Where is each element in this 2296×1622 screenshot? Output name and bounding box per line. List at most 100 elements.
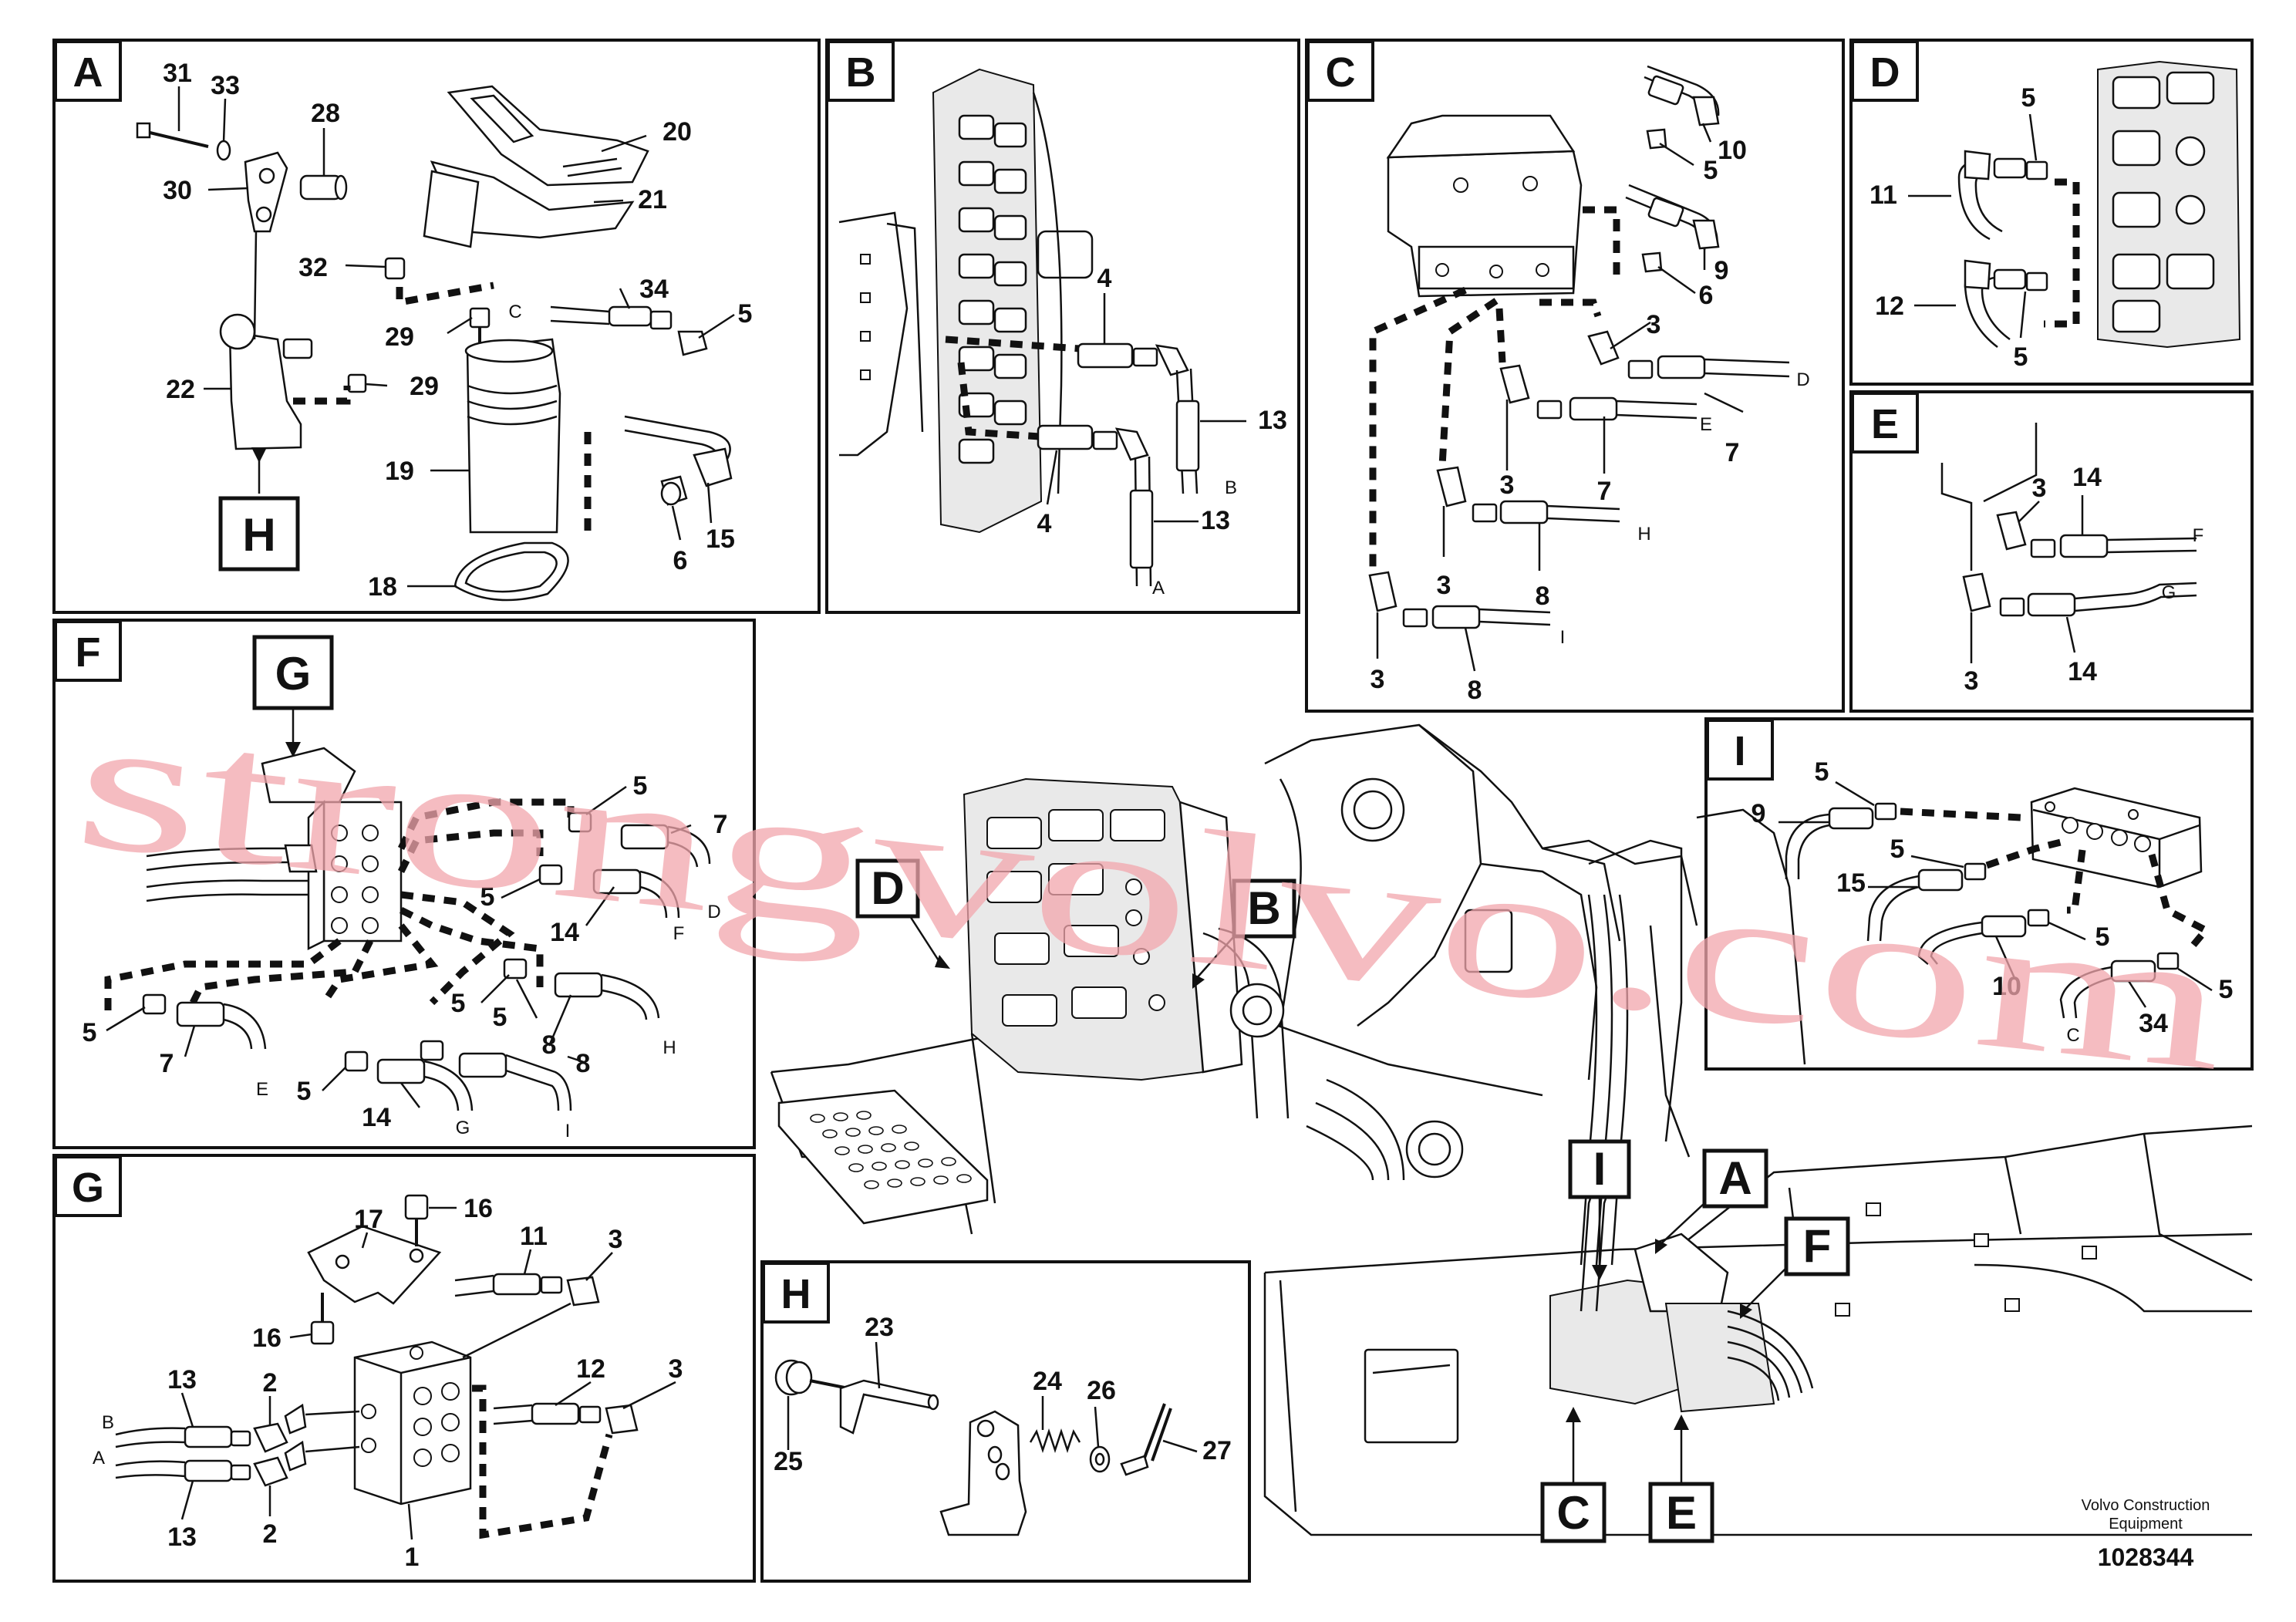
svg-text:C: C: [2066, 1025, 2079, 1046]
svg-text:14: 14: [550, 918, 579, 947]
svg-text:G: G: [72, 1165, 104, 1211]
svg-text:C: C: [508, 302, 521, 322]
svg-text:3: 3: [1500, 470, 1515, 500]
svg-text:15: 15: [1836, 868, 1866, 898]
panel-I-callouts: 5 9 5 15 5 10 5 34 C: [1752, 757, 2234, 1046]
svg-text:A: A: [1718, 1152, 1752, 1204]
svg-text:6: 6: [673, 546, 688, 575]
svg-text:3: 3: [1437, 571, 1451, 600]
main-marker-C: C: [1540, 1407, 1607, 1543]
panel-I-label: I: [1706, 719, 1774, 781]
svg-text:16: 16: [464, 1194, 493, 1223]
svg-text:27: 27: [1202, 1436, 1232, 1465]
svg-text:25: 25: [774, 1447, 803, 1476]
svg-text:24: 24: [1033, 1367, 1062, 1396]
panel-E-callouts: 3 14 F G 3 14: [1964, 463, 2204, 696]
svg-text:6: 6: [1699, 281, 1714, 310]
panel-G-callouts: 17 16 11 3 16 13 2 B A 12 3 13 2 1: [93, 1194, 683, 1572]
panel-E-drawing: 3 14 F G 3 14: [1940, 423, 2204, 696]
panel-C-drawing: 10 5 9 6 3 D E 7 3 7 H 3 8 I 3 8: [1368, 65, 1810, 705]
svg-text:13: 13: [167, 1365, 197, 1394]
panel-H-label: H: [762, 1262, 830, 1324]
svg-text:I: I: [1593, 1143, 1607, 1195]
main-marker-E: E: [1648, 1415, 1714, 1543]
svg-text:B: B: [1225, 477, 1237, 498]
svg-text:3: 3: [1647, 310, 1661, 339]
panel-I-drawing: 5 9 5 15 5 10 5 34 C: [1752, 757, 2234, 1046]
svg-text:8: 8: [542, 1030, 557, 1060]
svg-text:5: 5: [1704, 156, 1718, 185]
svg-text:28: 28: [311, 99, 340, 128]
svg-text:5: 5: [1815, 757, 1829, 787]
panel-letter-boxes: A B C D E F G H I: [54, 40, 1919, 1324]
panel-frames: [52, 39, 2254, 1583]
svg-text:5: 5: [633, 771, 648, 801]
main-marker-I: I: [1568, 1139, 1631, 1280]
svg-text:21: 21: [638, 185, 667, 214]
svg-text:1: 1: [405, 1543, 420, 1572]
svg-text:14: 14: [362, 1103, 391, 1132]
svg-text:4: 4: [1037, 509, 1052, 538]
panel-A-drawing: H 31 33 28 20 30 21 32 34 5 29 C 29 22 1…: [136, 59, 752, 602]
svg-text:7: 7: [160, 1049, 174, 1078]
svg-text:5: 5: [1890, 835, 1905, 864]
svg-text:8: 8: [1468, 676, 1482, 705]
svg-text:7: 7: [1725, 438, 1740, 467]
panel-B-drawing: 4 13 B 4 13 A: [838, 68, 1287, 599]
svg-text:5: 5: [2095, 922, 2110, 952]
svg-text:F: F: [673, 923, 685, 944]
svg-text:2: 2: [263, 1519, 278, 1549]
svg-text:9: 9: [1714, 256, 1729, 285]
svg-text:22: 22: [166, 375, 195, 404]
svg-text:E: E: [1700, 414, 1712, 435]
svg-text:3: 3: [609, 1225, 623, 1254]
svg-text:16: 16: [252, 1324, 282, 1353]
svg-text:5: 5: [297, 1077, 312, 1106]
svg-text:5: 5: [451, 989, 466, 1018]
svg-text:3: 3: [1371, 665, 1385, 694]
svg-text:A: A: [1152, 578, 1165, 599]
svg-text:13: 13: [167, 1523, 197, 1552]
svg-text:5: 5: [2219, 975, 2234, 1004]
svg-text:D: D: [1870, 49, 1900, 96]
panel-A-label: A: [54, 40, 122, 102]
panel-F-view-ref: G: [275, 648, 312, 700]
svg-text:A: A: [93, 1448, 105, 1469]
svg-text:F: F: [76, 629, 101, 676]
panel-D-label: D: [1851, 40, 1919, 102]
drawing-number: 1028344: [2098, 1543, 2194, 1571]
svg-text:F: F: [1803, 1220, 1832, 1272]
panel-F-label: F: [54, 620, 122, 682]
panel-B-label: B: [827, 40, 895, 102]
main-overview-drawing: D B I A F C: [770, 723, 2253, 1543]
svg-text:14: 14: [2072, 463, 2102, 492]
svg-text:30: 30: [163, 176, 192, 205]
svg-text:23: 23: [865, 1313, 894, 1342]
svg-text:3: 3: [669, 1354, 683, 1384]
panel-H-callouts: 23 24 26 25 27: [774, 1313, 1232, 1476]
panel-G-label: G: [54, 1155, 122, 1217]
panel-G-drawing: 17 16 11 3 16 13 2 B A 12 3 13 2 1: [93, 1194, 683, 1572]
svg-text:7: 7: [1597, 477, 1612, 506]
svg-text:34: 34: [639, 275, 669, 304]
panel-H-drawing: 23 24 26 25 27: [774, 1313, 1232, 1536]
svg-text:12: 12: [1875, 292, 1904, 321]
svg-text:9: 9: [1752, 799, 1766, 828]
svg-text:5: 5: [2021, 83, 2036, 113]
panel-D-callouts: 5 11 12 5: [1870, 83, 2035, 372]
svg-text:7: 7: [713, 810, 728, 839]
svg-text:H: H: [1637, 524, 1650, 545]
panel-A-callouts: 31 33 28 20 30 21 32 34 5 29 C 29 22 19 …: [163, 59, 752, 602]
svg-text:5: 5: [83, 1018, 97, 1047]
main-marker-B: B: [1192, 878, 1296, 989]
panel-B-callouts: 4 13 B 4 13 A: [1037, 264, 1287, 599]
svg-text:I: I: [565, 1121, 571, 1141]
svg-text:5: 5: [738, 299, 753, 329]
svg-text:G: G: [2162, 582, 2176, 603]
svg-text:D: D: [707, 902, 720, 922]
svg-text:11: 11: [1870, 180, 1897, 210]
svg-text:I: I: [1734, 728, 1745, 774]
svg-text:H: H: [781, 1271, 811, 1317]
panel-A-view-ref: H: [242, 509, 275, 561]
panel-C-callouts: 10 5 9 6 3 D E 7 3 7 H 3 8 I 3 8: [1371, 136, 1810, 705]
